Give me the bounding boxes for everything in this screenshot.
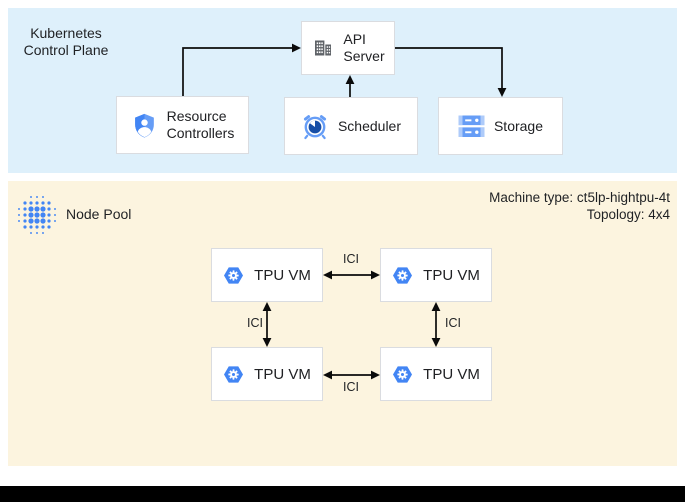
tpu-vm-label: TPU VM: [254, 365, 311, 383]
gke-hexagon-gear-icon: [224, 365, 244, 383]
gke-hexagon-gear-icon: [393, 266, 413, 284]
tpu-vm-label: TPU VM: [423, 266, 480, 284]
building-icon: [315, 40, 332, 56]
dot-matrix-pool-icon: [18, 196, 56, 234]
control-plane-title: Kubernetes Control Plane: [23, 25, 109, 58]
ici-label-left: ICI: [247, 316, 263, 330]
machine-type-text: Machine type: ct5lp-hightpu-4t: [489, 190, 670, 205]
footer-black-bar: [0, 486, 685, 502]
node-pool-panel: [8, 181, 677, 466]
ici-label-top: ICI: [343, 252, 359, 266]
machine-info: Machine type: ct5lp-hightpu-4t Topology:…: [489, 190, 670, 223]
resource-controllers-box: Resource Controllers: [116, 96, 249, 154]
gke-hexagon-gear-icon: [224, 266, 244, 284]
resource-controllers-label: Resource Controllers: [166, 108, 235, 141]
shield-user-icon: [134, 113, 154, 138]
tpu-vm-label: TPU VM: [254, 266, 311, 284]
scheduler-label: Scheduler: [337, 117, 402, 134]
node-pool-title: Node Pool: [66, 206, 132, 222]
topology-text: Topology: 4x4: [586, 206, 670, 222]
tpu-vm-box-top-left: TPU VM: [211, 248, 323, 302]
tpu-vm-box-bottom-right: TPU VM: [380, 347, 492, 401]
tpu-vm-label: TPU VM: [423, 365, 480, 383]
api-server-label: API Server: [343, 31, 385, 64]
storage-box: Storage: [438, 97, 563, 155]
api-server-box: API Server: [301, 21, 395, 75]
storage-label: Storage: [493, 117, 544, 134]
gke-hexagon-gear-icon: [393, 365, 413, 383]
tpu-vm-box-bottom-left: TPU VM: [211, 347, 323, 401]
ici-label-bottom: ICI: [343, 380, 359, 394]
dot-matrix-dots: [18, 196, 56, 234]
alarm-clock-icon: [303, 115, 327, 140]
storage-disks-icon: [458, 115, 485, 137]
scheduler-box: Scheduler: [284, 97, 418, 155]
tpu-vm-box-top-right: TPU VM: [380, 248, 492, 302]
ici-label-right: ICI: [445, 316, 461, 330]
